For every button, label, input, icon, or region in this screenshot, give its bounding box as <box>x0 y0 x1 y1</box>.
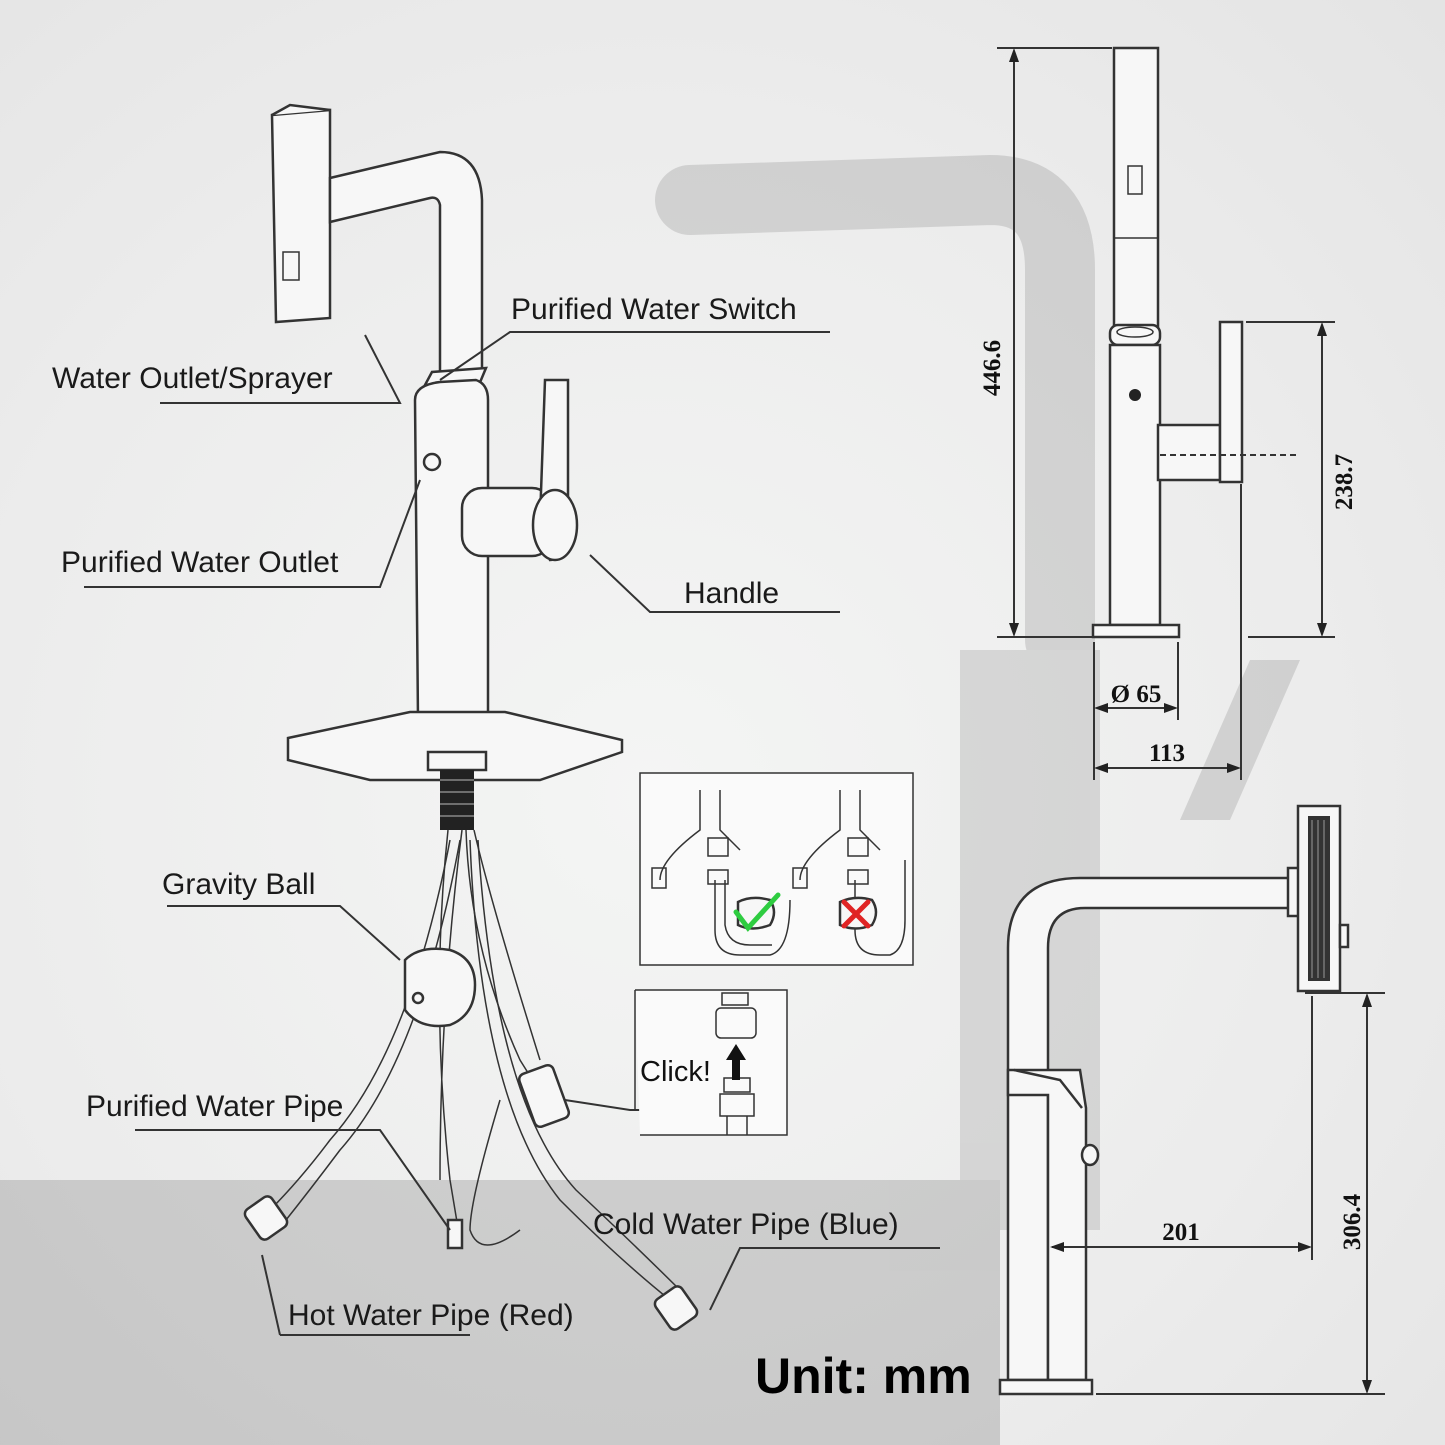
incorrect-ball <box>838 896 878 930</box>
sprayer-head <box>270 103 332 324</box>
dim-reach: 201 <box>1162 1219 1200 1246</box>
leader-lines <box>84 331 940 1336</box>
label-handle: Handle <box>684 577 779 610</box>
label-cold-pipe: Cold Water Pipe (Blue) <box>593 1208 899 1241</box>
check-icon <box>733 892 781 932</box>
label-hot-pipe: Hot Water Pipe (Red) <box>288 1299 574 1332</box>
label-purified-outlet: Purified Water Outlet <box>61 546 339 579</box>
arrow-up-icon <box>726 1044 746 1080</box>
label-water-outlet: Water Outlet/Sprayer <box>52 362 333 395</box>
front-view: 446.6 238.7 Ø 65 113 <box>979 46 1358 780</box>
main-faucet-drawing <box>243 103 699 1331</box>
correct-ball <box>733 892 781 932</box>
click-inset: Click! <box>634 989 788 1136</box>
side-view: 201 306.4 <box>998 804 1385 1396</box>
installation-inset <box>639 772 914 966</box>
label-purified-switch: Purified Water Switch <box>511 293 797 326</box>
dim-total-height: 446.6 <box>979 340 1006 396</box>
label-purified-pipe: Purified Water Pipe <box>86 1090 343 1123</box>
cross-icon <box>841 899 871 929</box>
handle-part <box>460 378 579 562</box>
label-gravity-ball: Gravity Ball <box>162 868 315 901</box>
dim-handle-height: 238.7 <box>1331 454 1358 510</box>
dim-depth: 113 <box>1149 740 1185 767</box>
dim-base-diameter: Ø 65 <box>1111 681 1162 708</box>
dim-spout-height: 306.4 <box>1339 1193 1366 1250</box>
unit-caption: Unit: mm <box>755 1348 972 1404</box>
click-label: Click! <box>640 1056 711 1088</box>
